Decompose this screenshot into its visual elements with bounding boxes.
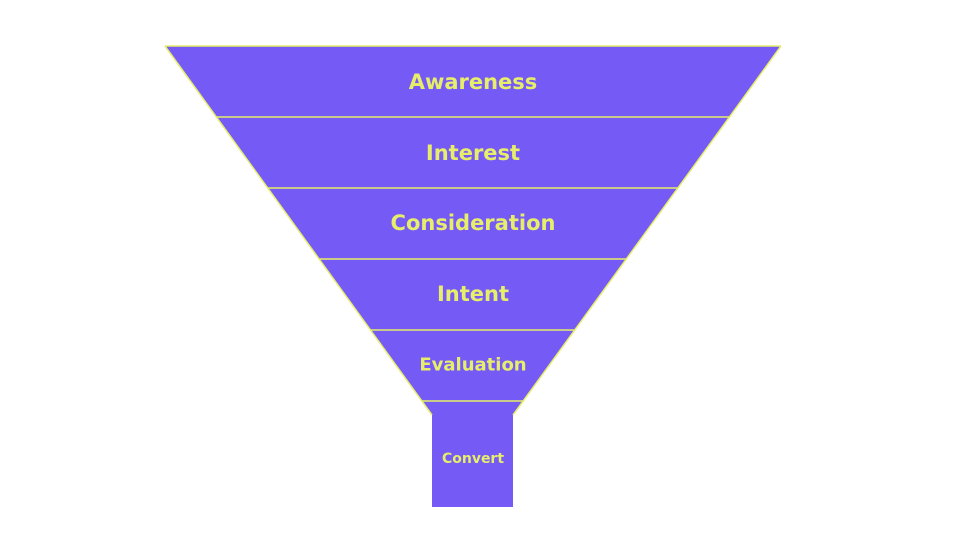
stage-awareness: Awareness	[409, 70, 538, 94]
funnel-body	[165, 46, 781, 507]
stage-convert: Convert	[442, 451, 504, 467]
stage-intent: Intent	[437, 282, 509, 306]
funnel-edge-right	[512, 45, 782, 416]
funnel-edge-left	[164, 45, 433, 416]
stage-evaluation: Evaluation	[419, 355, 526, 376]
stage-interest: Interest	[426, 141, 520, 165]
stage-consideration: Consideration	[391, 211, 556, 235]
